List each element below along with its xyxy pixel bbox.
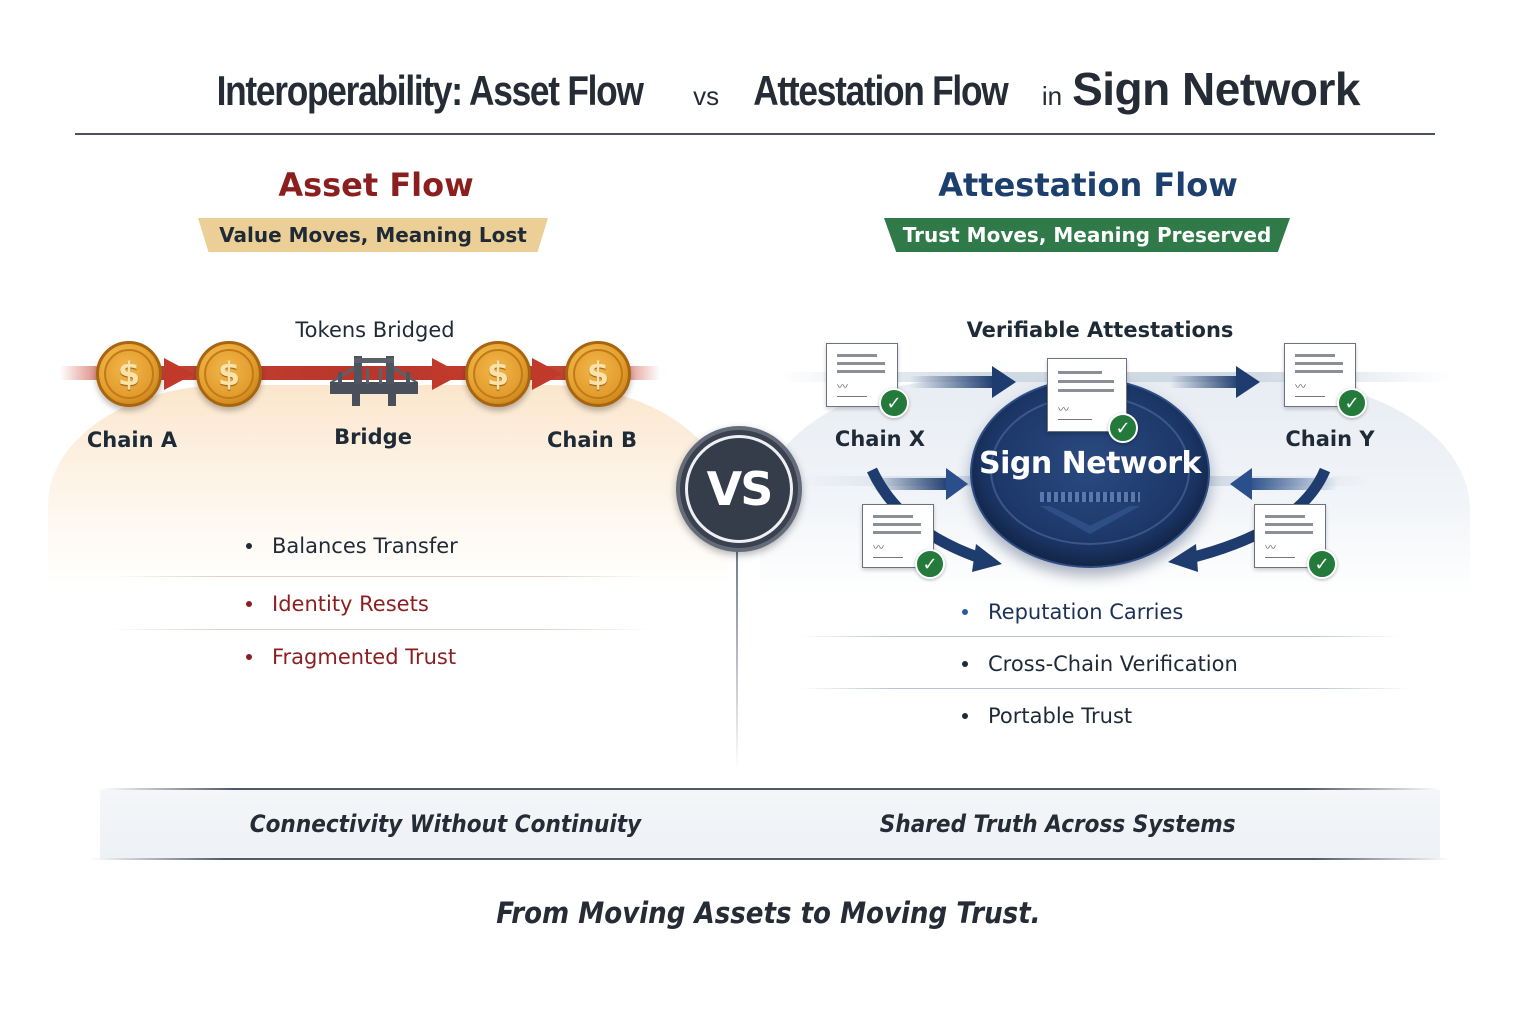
asset-point-balances: Balances Transfer [246, 534, 458, 558]
arrow-right-icon [910, 366, 1016, 398]
bullet-icon [962, 609, 968, 615]
asset-flow-heading: Asset Flow [278, 166, 474, 204]
coin-icon: $ [96, 341, 162, 407]
verifiable-attestations-label: Verifiable Attestations [966, 318, 1234, 342]
tagline-left: Connectivity Without Continuity [249, 810, 642, 838]
center-divider [736, 540, 738, 770]
list-divider [110, 629, 650, 630]
title-part-asset: Interoperability: Asset Flow [216, 67, 644, 114]
title-divider [75, 133, 1435, 135]
tagline-band [100, 790, 1440, 858]
attestation-document-icon: 〰 ✓ [826, 343, 909, 418]
bullet-icon [246, 543, 252, 549]
coin-icon: $ [196, 341, 262, 407]
bullet-icon [962, 713, 968, 719]
tagline-right: Shared Truth Across Systems [879, 810, 1236, 838]
bullet-icon [246, 654, 252, 660]
attestation-point-reputation: Reputation Carries [962, 600, 1183, 624]
attestation-point-portable: Portable Trust [962, 704, 1132, 728]
check-icon: ✓ [879, 388, 909, 418]
check-icon: ✓ [915, 549, 945, 579]
chain-y-label: Chain Y [1285, 427, 1375, 451]
vs-ring: VS [685, 435, 793, 543]
bullet-icon [246, 601, 252, 607]
coin-icon: $ [465, 341, 531, 407]
dollar-symbol: $ [473, 349, 523, 399]
chain-a-label: Chain A [86, 428, 178, 452]
dollar-symbol: $ [104, 349, 154, 399]
attestation-arrows [867, 366, 1338, 572]
arrow-right-icon [532, 358, 562, 390]
list-divider [110, 576, 650, 577]
hub-server-bar [1040, 492, 1140, 502]
asset-point-identity: Identity Resets [246, 592, 429, 616]
vs-badge: VS [676, 426, 802, 552]
tokens-bridged-label: Tokens Bridged [295, 318, 455, 342]
attestation-document-icon: 〰 ✓ [1047, 358, 1138, 443]
title-in: in [1041, 81, 1063, 111]
tagline-top-rule [100, 788, 1440, 790]
chain-b-label: Chain B [547, 428, 637, 452]
check-icon: ✓ [1337, 388, 1367, 418]
dollar-symbol: $ [573, 349, 623, 399]
asset-flow-ribbon: Value Moves, Meaning Lost [198, 218, 548, 252]
list-divider [800, 636, 1400, 637]
attestation-flow-heading: Attestation Flow [938, 166, 1238, 204]
dollar-symbol: $ [204, 349, 254, 399]
attestation-flow-ribbon: Trust Moves, Meaning Preserved [884, 218, 1290, 252]
arrow-right-icon [1170, 366, 1260, 398]
chain-x-label: Chain X [834, 427, 926, 451]
list-divider [800, 688, 1410, 689]
check-icon: ✓ [1307, 549, 1337, 579]
attestation-document-icon: 〰 ✓ [1254, 504, 1337, 579]
bridge-label: Bridge [334, 425, 412, 449]
asset-flow-panel [48, 385, 728, 585]
vs-text: VS [706, 462, 774, 516]
coin-icon: $ [565, 341, 631, 407]
arrow-right-icon [432, 358, 462, 390]
arrow-right-icon [870, 468, 968, 500]
bullet-icon [962, 661, 968, 667]
title-vs: vs [693, 81, 720, 111]
attestation-point-verification: Cross-Chain Verification [962, 652, 1238, 676]
page-title: Interoperability: Asset Flow vs Attestat… [0, 62, 1536, 116]
arrow-right-icon [164, 358, 194, 390]
title-part-attestation: Attestation Flow [753, 67, 1008, 114]
asset-point-fragmented: Fragmented Trust [246, 645, 456, 669]
footer-statement: From Moving Assets to Moving Trust. [495, 896, 1041, 930]
bridge-icon [330, 356, 418, 406]
check-icon: ✓ [1108, 413, 1138, 443]
tagline-bottom-rule [90, 858, 1450, 860]
attestation-document-icon: 〰 ✓ [1284, 343, 1367, 418]
attestation-document-icon: 〰 ✓ [862, 504, 945, 579]
sign-network-label: Sign Network [978, 446, 1202, 481]
title-brand: Sign Network [1072, 63, 1361, 115]
